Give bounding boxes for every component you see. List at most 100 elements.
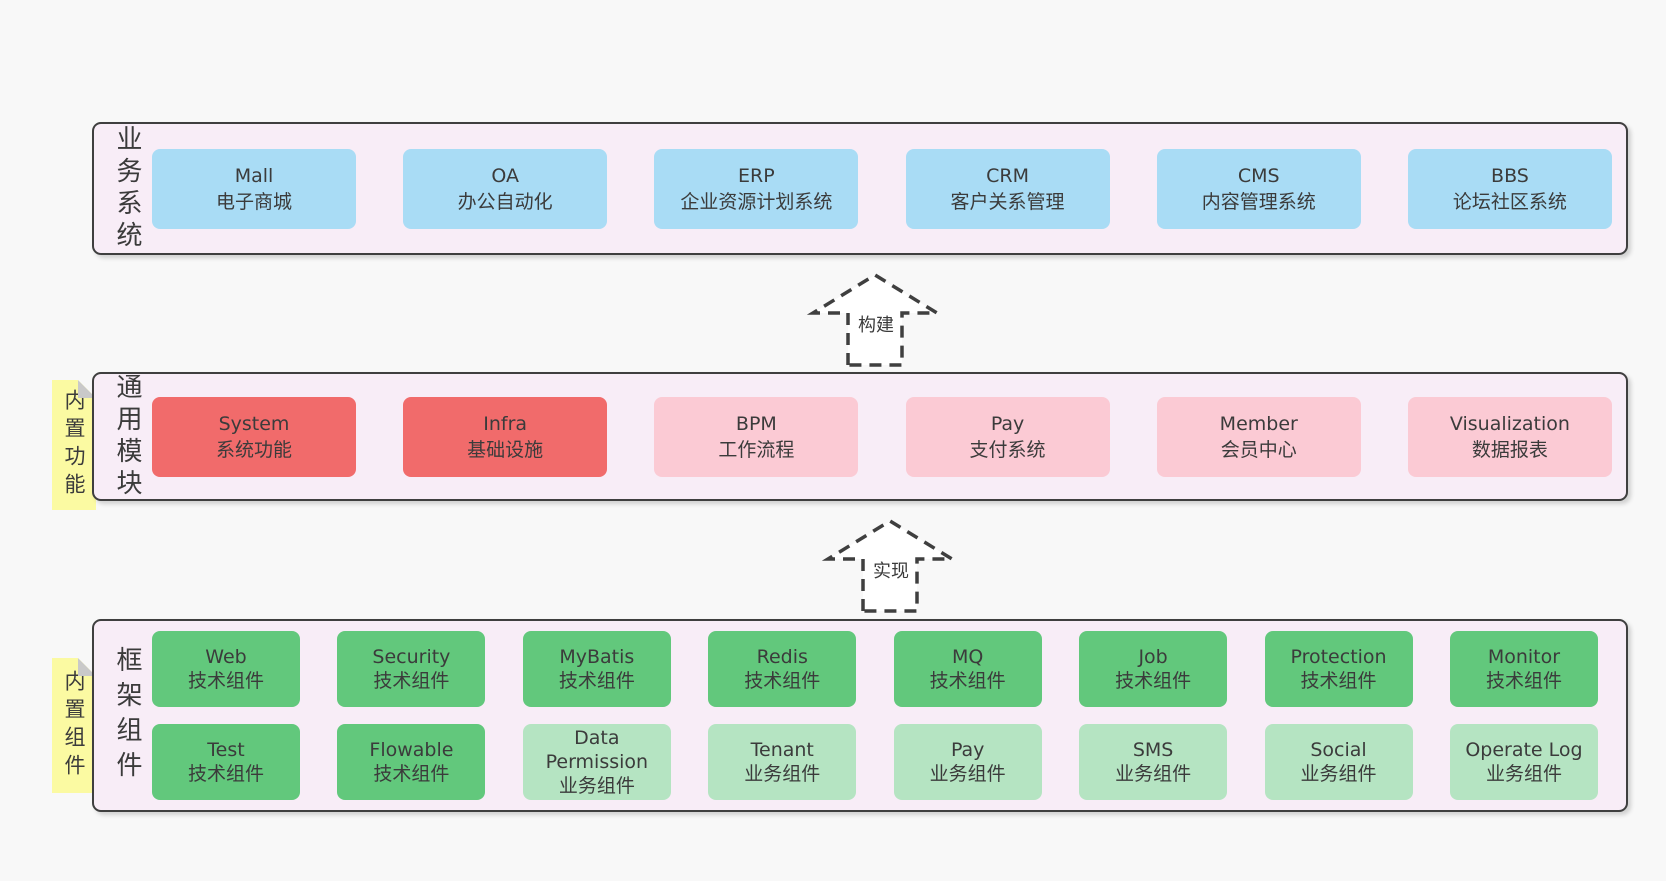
box-title: Operate Log	[1465, 739, 1583, 761]
box-system: System 系统功能	[152, 396, 356, 477]
box-subtitle: 技术组件	[1115, 670, 1192, 692]
layer-common-modules-label: 通用模块	[112, 372, 142, 501]
box-operate-log: Operate Log 业务组件	[1449, 724, 1598, 800]
box-oa: OA 办公自动化	[403, 148, 608, 229]
box-subtitle: 技术组件	[744, 670, 821, 692]
box-title: Job	[1138, 646, 1168, 668]
box-web: Web 技术组件	[152, 631, 300, 707]
box-title: Visualization	[1449, 412, 1570, 435]
box-subtitle: 系统功能	[215, 438, 292, 461]
modules-row: System 系统功能 Infra 基础设施 BPM 工作流程 Pay 支付系统…	[152, 396, 1612, 477]
box-title: CMS	[1237, 164, 1280, 187]
box-subtitle: 技术组件	[558, 670, 635, 692]
box-subtitle: 基础设施	[467, 438, 544, 461]
box-subtitle: 支付系统	[969, 438, 1046, 461]
box-subtitle: 工作流程	[718, 438, 795, 461]
box-title: Data Permission	[545, 727, 649, 773]
box-title: BBS	[1491, 164, 1529, 187]
box-flowable: Flowable 技术组件	[337, 724, 486, 800]
box-infra: Infra 基础设施	[403, 396, 608, 477]
box-title: BPM	[735, 412, 777, 435]
box-mybatis: MyBatis 技术组件	[522, 631, 671, 707]
layer-business-systems-label: 业务系统	[112, 124, 142, 253]
build-arrow-label: 构建	[853, 310, 899, 338]
box-title: Redis	[756, 646, 808, 668]
implement-arrow-label: 实现	[868, 556, 914, 584]
box-title: Pay	[950, 739, 985, 761]
box-subtitle: 技术组件	[373, 670, 450, 692]
box-subtitle: 业务组件	[929, 763, 1006, 785]
box-title: Test	[207, 739, 245, 761]
business-row: Mall 电子商城 OA 办公自动化 ERP 企业资源计划系统 CRM 客户关系…	[152, 148, 1612, 229]
box-title: Member	[1219, 412, 1298, 435]
box-data-permission: Data Permission 业务组件	[522, 724, 671, 800]
box-title: MQ	[952, 646, 984, 668]
box-social: Social 业务组件	[1264, 724, 1413, 800]
box-title: Flowable	[369, 739, 454, 761]
box-subtitle: 企业资源计划系统	[680, 190, 833, 213]
box-redis: Redis 技术组件	[708, 631, 857, 707]
box-subtitle: 技术组件	[1485, 670, 1562, 692]
business-box-area: Mall 电子商城 OA 办公自动化 ERP 企业资源计划系统 CRM 客户关系…	[152, 124, 1612, 253]
box-subtitle: 技术组件	[187, 670, 264, 692]
sticky-note-builtin-components: 内置组件	[52, 658, 96, 793]
box-bpm: BPM 工作流程	[654, 396, 859, 477]
box-title: Social	[1310, 739, 1367, 761]
box-subtitle: 业务组件	[558, 775, 635, 797]
box-title: ERP	[738, 164, 775, 187]
box-cms: CMS 内容管理系统	[1156, 148, 1361, 229]
box-pay-module: Pay 支付系统	[905, 396, 1110, 477]
box-title: Pay	[990, 412, 1025, 435]
modules-box-area: System 系统功能 Infra 基础设施 BPM 工作流程 Pay 支付系统…	[152, 374, 1612, 499]
box-job: Job 技术组件	[1079, 631, 1228, 707]
sticky-note-builtin-features-label: 内置功能	[62, 389, 86, 501]
box-title: System	[218, 412, 290, 435]
box-title: Security	[372, 646, 451, 668]
box-test: Test 技术组件	[152, 724, 300, 800]
box-subtitle: 会员中心	[1220, 438, 1297, 461]
box-subtitle: 技术组件	[373, 763, 450, 785]
components-row-1: Web 技术组件 Security 技术组件 MyBatis 技术组件 Redi…	[152, 631, 1598, 707]
box-crm: CRM 客户关系管理	[905, 148, 1110, 229]
box-title: Tenant	[750, 739, 814, 761]
box-title: Mall	[234, 164, 274, 187]
box-title: Web	[205, 646, 247, 668]
sticky-note-builtin-features: 内置功能	[52, 380, 96, 510]
box-subtitle: 技术组件	[929, 670, 1006, 692]
box-protection: Protection 技术组件	[1264, 631, 1413, 707]
box-subtitle: 业务组件	[744, 763, 821, 785]
box-subtitle: 业务组件	[1115, 763, 1192, 785]
box-tenant: Tenant 业务组件	[708, 724, 857, 800]
box-subtitle: 办公自动化	[457, 190, 553, 213]
box-title: OA	[491, 164, 519, 187]
box-pay-component: Pay 业务组件	[893, 724, 1042, 800]
layer-framework-components: 框架组件 Web 技术组件 Security 技术组件 MyBatis 技术组件…	[92, 619, 1628, 812]
components-row-2: Test 技术组件 Flowable 技术组件 Data Permission …	[152, 724, 1598, 800]
box-monitor: Monitor 技术组件	[1449, 631, 1598, 707]
box-subtitle: 技术组件	[1300, 670, 1377, 692]
box-subtitle: 客户关系管理	[950, 190, 1065, 213]
layer-business-systems: 业务系统 Mall 电子商城 OA 办公自动化 ERP 企业资源计划系统 CRM…	[92, 122, 1628, 255]
box-sms: SMS 业务组件	[1079, 724, 1228, 800]
box-subtitle: 数据报表	[1471, 438, 1548, 461]
box-title: MyBatis	[559, 646, 635, 668]
box-title: SMS	[1132, 739, 1174, 761]
layer-common-modules: 通用模块 System 系统功能 Infra 基础设施 BPM 工作流程 Pay…	[92, 372, 1628, 501]
box-subtitle: 内容管理系统	[1201, 190, 1316, 213]
box-title: Infra	[483, 412, 528, 435]
box-security: Security 技术组件	[337, 631, 486, 707]
box-title: CRM	[986, 164, 1029, 187]
sticky-note-builtin-components-label: 内置组件	[62, 669, 86, 782]
box-visualization: Visualization 数据报表	[1407, 396, 1612, 477]
box-subtitle: 论坛社区系统	[1452, 190, 1567, 213]
box-mq: MQ 技术组件	[893, 631, 1042, 707]
box-subtitle: 技术组件	[187, 763, 264, 785]
box-title: Monitor	[1487, 646, 1561, 668]
box-mall: Mall 电子商城	[152, 148, 356, 229]
box-erp: ERP 企业资源计划系统	[654, 148, 859, 229]
box-member: Member 会员中心	[1156, 396, 1361, 477]
box-bbs: BBS 论坛社区系统	[1407, 148, 1612, 229]
layer-framework-components-label: 框架组件	[112, 645, 142, 786]
box-title: Protection	[1290, 646, 1387, 668]
